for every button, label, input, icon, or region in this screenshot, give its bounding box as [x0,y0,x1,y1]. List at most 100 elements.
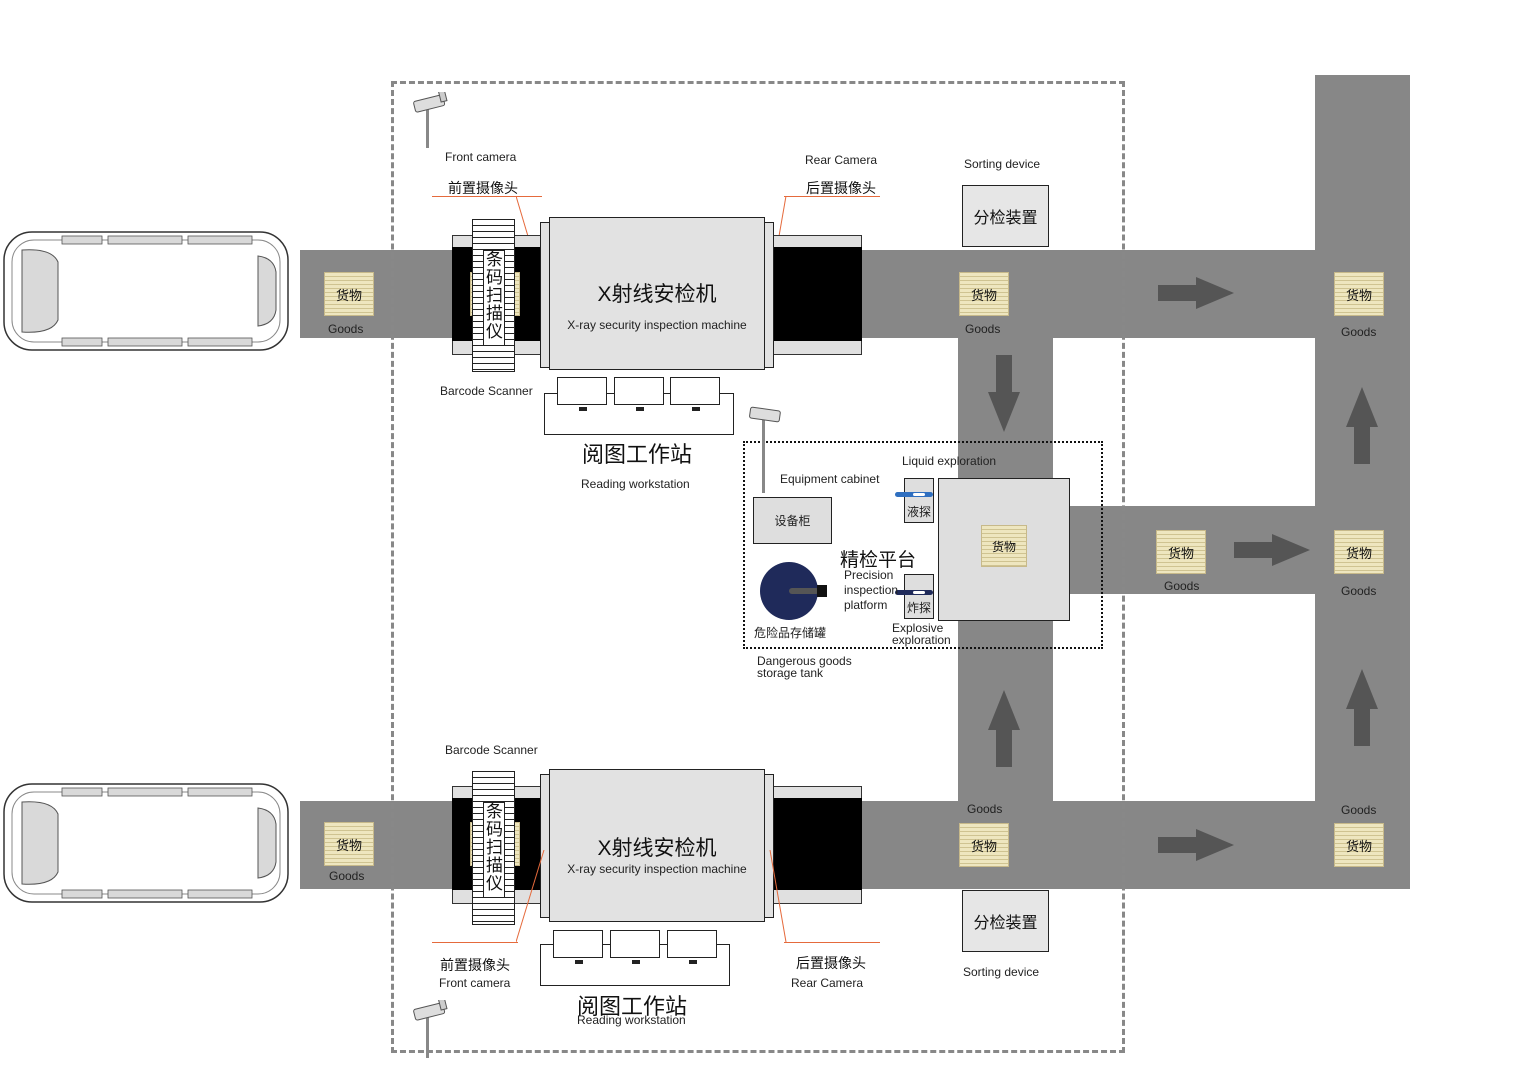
front-camera-en: Front camera [439,976,511,990]
xray-machine-bottom-inner: X射线安检机 X-ray security inspection machine [549,769,765,922]
goods-cn-label: 货物 [1345,838,1372,854]
goods-label: Goods [965,322,1001,336]
rear-camera-cn: 后置摄像头 [796,955,866,971]
goods-cn-label: 货物 [1345,545,1372,561]
goods-package: 货物 [1334,823,1384,867]
van-bottom [3,783,289,903]
front-camera-leader [432,942,518,943]
liquid-detector-cn: 液探 [907,505,932,519]
xray-title-cn: X射线安检机 [597,837,717,860]
goods-label: Goods [328,322,364,336]
dangerous-goods-tank [760,562,827,620]
monitor-icon [610,930,660,964]
goods-label: Goods [1164,579,1200,593]
xray-machine-top-inner: X射线安检机 X-ray security inspection machine [549,217,765,370]
xray-title-cn: X射线安检机 [597,283,717,306]
sorting-device-cn: 分检装置 [973,915,1038,932]
goods-package: 货物 [981,525,1027,567]
explosive-exploration-en-1: Explosive [892,621,944,635]
goods-label: Goods [1341,803,1377,817]
goods-package: 货物 [1334,530,1384,574]
monitor-icon [670,377,720,411]
camera-icon [749,406,781,493]
precision-platform-cn: 精检平台 [840,550,917,571]
workstation-cn: 阅图工作站 [582,442,693,467]
liquid-detector: 液探 [895,478,934,523]
explosive-exploration-en-2: exploration [892,633,951,647]
goods-label: Goods [1341,325,1377,339]
precision-platform-en-3: platform [844,598,888,612]
goods-cn-label: 货物 [1167,545,1194,561]
arrow-up-icon [1346,387,1378,464]
arrow-right-icon [1234,534,1310,566]
rear-camera-leader-diag [769,850,787,943]
barcode-scanner-cn: 条码扫描仪 [483,802,505,898]
dangerous-goods-tank-en-1: Dangerous goods [757,654,852,668]
equipment-cabinet: 设备柜 [753,497,832,544]
probe-icon [895,590,933,595]
barcode-scanner-en: Barcode Scanner [440,384,533,398]
goods-cn-label: 货物 [335,287,362,303]
precision-area-frame [743,441,1103,649]
sorting-device-en: Sorting device [964,157,1041,171]
liquid-exploration-en: Liquid exploration [902,454,997,468]
inspection-area-frame [391,81,1125,1053]
barcode-scanner-cn-text: 条码扫描仪 [486,250,503,341]
monitor-icon [614,377,664,411]
rear-camera-en: Rear Camera [791,976,864,990]
arrow-right-icon [1158,277,1234,309]
camera-icon [413,1000,448,1058]
rear-camera-cn: 后置摄像头 [806,180,876,196]
monitor-icon [557,377,607,411]
arrow-right-icon [1158,829,1234,861]
dangerous-goods-tank-cn: 危险品存储罐 [754,626,827,640]
probe-icon [895,492,933,497]
rear-camera-leader [784,942,880,943]
front-camera-cn: 前置摄像头 [440,957,510,973]
precision-platform-en-2: inspection [844,583,899,597]
front-camera-en: Front camera [445,150,517,164]
goods-cn-label: 货物 [335,837,362,853]
monitor-icon [553,930,603,964]
rear-camera-leader [784,196,880,197]
sorting-device-top: 分检装置 [962,185,1049,247]
equipment-cabinet-en: Equipment cabinet [780,472,880,486]
barcode-scanner-en: Barcode Scanner [445,743,538,757]
barcode-scanner-top [472,219,515,372]
goods-label: Goods [1341,584,1377,598]
goods-package: 货物 [324,822,374,866]
front-camera-leader-diag [516,850,545,943]
goods-package: 货物 [959,823,1009,867]
goods-cn-label: 货物 [970,838,997,854]
goods-package: 货物 [324,272,374,316]
front-camera-cn: 前置摄像头 [448,180,518,196]
arrow-down-icon [988,355,1020,432]
xray-title-en: X-ray security inspection machine [567,862,747,876]
sorting-device-en: Sorting device [963,965,1040,979]
dangerous-goods-tank-en-2: storage tank [757,666,824,680]
barcode-scanner-cn: 条码扫描仪 [483,250,505,346]
workstation-en: Reading workstation [577,1013,686,1027]
goods-package: 货物 [1156,530,1206,574]
goods-label: Goods [967,802,1003,816]
goods-cn-label: 货物 [991,539,1016,554]
goods-cn-label: 货物 [1345,287,1372,303]
sorting-device-cn: 分检装置 [973,210,1038,227]
sorting-device-bottom: 分检装置 [962,890,1049,952]
goods-package: 货物 [1334,272,1384,316]
rear-camera-en: Rear Camera [805,153,878,167]
arrow-up-icon [988,690,1020,767]
explosive-detector: 炸探 [895,574,934,619]
front-camera-leader [432,196,542,197]
camera-icon [413,92,448,148]
precision-platform-en-1: Precision [844,568,894,582]
road-vertical-right [1315,75,1410,889]
arrow-up-icon [1346,669,1378,746]
barcode-scanner-cn-text: 条码扫描仪 [486,802,503,893]
goods-package: 货物 [959,272,1009,316]
van-top [3,231,289,351]
monitor-icon [667,930,717,964]
equipment-cabinet-cn: 设备柜 [774,514,811,528]
workstation-en: Reading workstation [581,477,690,491]
